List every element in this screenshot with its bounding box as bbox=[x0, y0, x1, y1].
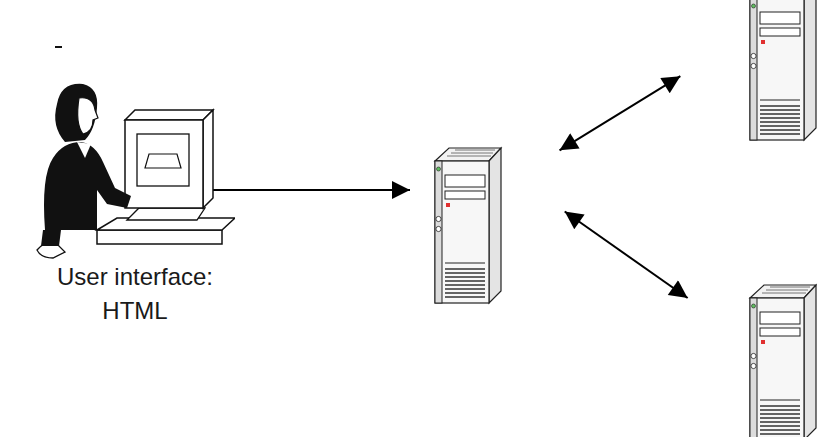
connector-arrow bbox=[560, 76, 681, 150]
illustration-use bbox=[750, 285, 816, 437]
server-node bbox=[425, 145, 505, 305]
server-illustration bbox=[740, 0, 817, 142]
server-illustration bbox=[425, 145, 505, 305]
user-workstation: User interface: HTML bbox=[35, 80, 235, 325]
connector-arrow bbox=[565, 212, 688, 298]
node-label: User interface: HTML bbox=[35, 260, 235, 328]
connector-arrow bbox=[187, 189, 410, 191]
illustration-use bbox=[750, 0, 816, 140]
server-node bbox=[740, 282, 817, 437]
server-node bbox=[740, 0, 817, 142]
user-illustration bbox=[35, 80, 235, 260]
bullet-mark bbox=[55, 46, 62, 48]
server-illustration bbox=[740, 282, 817, 437]
illustration-use bbox=[435, 148, 501, 303]
illustration-use bbox=[37, 84, 235, 258]
